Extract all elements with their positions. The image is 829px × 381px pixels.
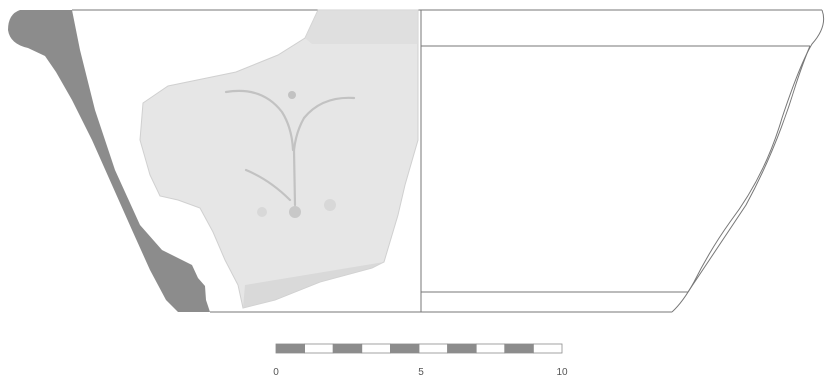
exterior-wall-right [671, 9, 825, 313]
sherd-rim-band [305, 10, 418, 44]
scale-label-5: 5 [418, 367, 424, 378]
motif-right-arc [292, 96, 356, 152]
scale-labels: 0 5 10 [273, 367, 568, 378]
motif-lower-left [244, 168, 292, 202]
scale-segment-light [475, 343, 506, 354]
scale-segment-dark [389, 343, 420, 354]
motif-dot-left [257, 207, 267, 217]
motif-dot-right [324, 199, 336, 211]
motif-stem [292, 148, 297, 207]
scale-segment-light [533, 343, 563, 354]
scale-segment-dark [275, 343, 306, 354]
scale-label-10: 10 [556, 367, 568, 378]
scale-segment-dark [332, 343, 363, 354]
scale-segment-dark [447, 343, 477, 354]
sherd-body [139, 9, 419, 309]
vessel-outline [72, 9, 825, 313]
motif-bud [288, 91, 296, 99]
scale-segment-light [418, 343, 449, 354]
interior-wall-right [687, 45, 811, 293]
scale-label-0: 0 [273, 367, 279, 378]
sherd-lower-band [243, 262, 384, 308]
scale-segment-light [304, 343, 334, 354]
scale-segment-light [361, 343, 391, 354]
scale-bar [275, 343, 563, 354]
scale-segment-dark [504, 343, 534, 354]
fleur-motif [224, 89, 356, 218]
section-profile [8, 10, 210, 312]
sherd-image [139, 9, 419, 309]
motif-left-arc [224, 89, 295, 152]
motif-base-dot [289, 206, 301, 218]
